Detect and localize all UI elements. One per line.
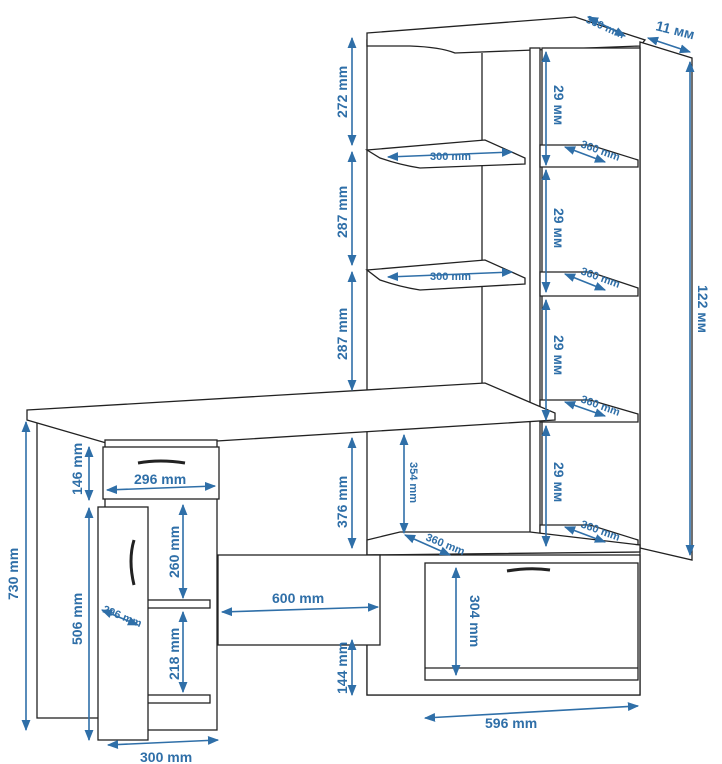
label-cab-drawer-h: 304 mm [467, 595, 483, 647]
label-knee-w: 600 mm [272, 590, 324, 606]
label-col-h1: 29 мм [551, 85, 567, 125]
label-drawer-w: 296 mm [134, 471, 186, 487]
label-shelf-w2: 300 mm [430, 271, 471, 283]
label-tower-h2: 287 mm [334, 186, 350, 238]
label-shelf-w1: 300 mm [430, 151, 471, 163]
label-tower-h1: 272 mm [334, 66, 350, 118]
label-side-height: 122 мм [695, 285, 711, 333]
desktop [26, 382, 556, 448]
label-col-h2: 29 мм [551, 208, 567, 248]
label-leg-gap: 144 mm [334, 642, 350, 694]
label-drawer-h: 146 mm [69, 443, 85, 495]
label-niche-h: 354 mm [407, 462, 419, 503]
side-panel [639, 41, 693, 561]
door-handle [129, 539, 136, 586]
label-shelf-h1: 260 mm [166, 526, 182, 578]
label-shelf-h2: 218 mm [166, 628, 182, 680]
desk-drawer-handle [137, 459, 186, 465]
cabinet-drawer [424, 562, 639, 681]
drawer-handle [506, 567, 551, 573]
modesty-panel [217, 554, 381, 646]
label-ped-w: 300 mm [140, 749, 192, 764]
label-door-h: 506 mm [69, 593, 85, 645]
label-knee-h: 376 mm [334, 476, 350, 528]
label-side-thickness: 11 мм [654, 17, 696, 42]
label-cab-w: 596 mm [485, 715, 537, 731]
right-cabinet [366, 554, 641, 696]
label-desk-height: 730 mm [5, 548, 21, 600]
dimension-lines [21, 16, 695, 750]
label-col-h3: 29 мм [551, 335, 567, 375]
label-col-h4: 29 мм [551, 462, 567, 502]
label-tower-h3: 287 mm [334, 308, 350, 360]
